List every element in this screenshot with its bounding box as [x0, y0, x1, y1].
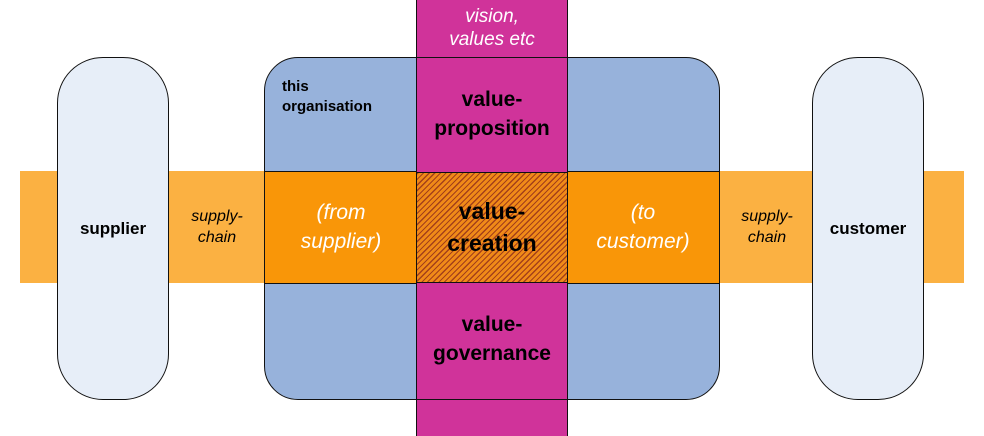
value-column-top-edge: [416, 57, 568, 58]
supplier-box: supplier: [57, 57, 169, 400]
vision-line1: vision,: [465, 6, 519, 27]
value-creation-cell: [417, 172, 567, 283]
supplier-label: supplier: [79, 218, 147, 238]
vision-label: vision, values etc: [417, 2, 567, 54]
from-supplier-line2: supplier): [300, 230, 382, 253]
to-customer-line2: customer): [596, 230, 690, 253]
supply-chain-right-line1: supply-: [741, 208, 793, 225]
vision-line2: values etc: [449, 29, 535, 50]
to-customer-label: (to customer): [568, 190, 718, 264]
value-creation-line2: creation: [447, 230, 537, 256]
organisation-label-line2: organisation: [282, 98, 373, 115]
value-creation-line1: value-: [458, 198, 526, 224]
customer-box: customer: [812, 57, 924, 400]
supply-chain-label-left: supply- chain: [172, 195, 262, 259]
supply-chain-right-line2: chain: [747, 229, 787, 246]
value-governance-label: value- governance: [417, 307, 567, 371]
to-customer-line1: (to: [630, 201, 656, 224]
value-column-bottom-edge: [416, 399, 568, 400]
from-supplier-line1: (from: [316, 201, 366, 224]
supply-chain-label-right: supply- chain: [722, 195, 812, 259]
supply-chain-left-line2: chain: [197, 229, 237, 246]
organisation-label: this organisation: [282, 77, 412, 117]
from-supplier-label: (from supplier): [266, 190, 416, 264]
value-governance-line1: value-: [461, 313, 523, 336]
value-proposition-line2: proposition: [434, 117, 550, 140]
value-proposition-label: value- proposition: [417, 82, 567, 146]
value-proposition-line1: value-: [461, 88, 523, 111]
supply-chain-left-line1: supply-: [191, 208, 243, 225]
customer-label: customer: [829, 218, 907, 238]
value-creation-label: value- creation: [417, 190, 567, 264]
value-governance-line2: governance: [433, 342, 551, 365]
organisation-label-line1: this: [282, 78, 309, 95]
